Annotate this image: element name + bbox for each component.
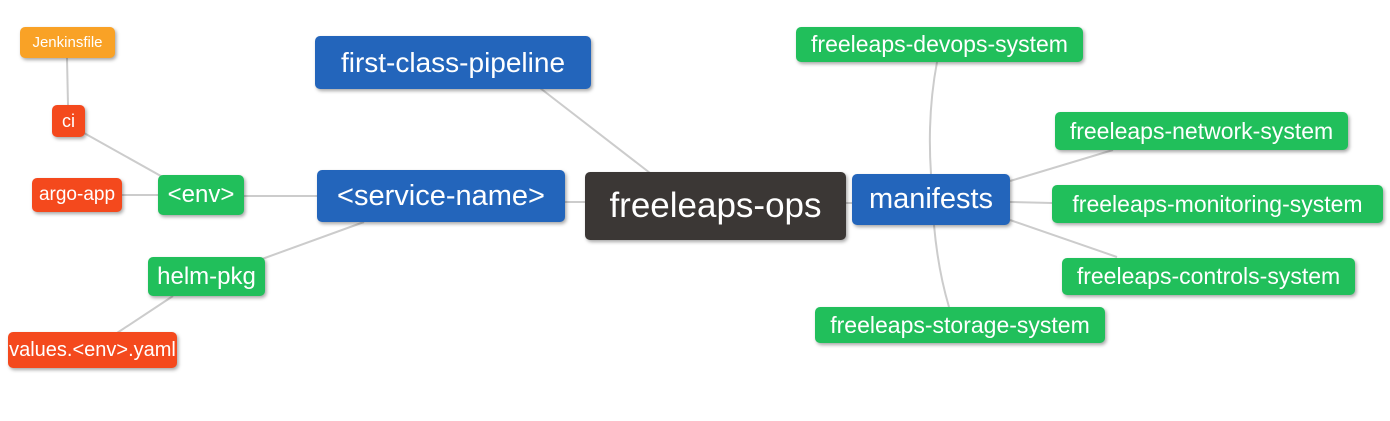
node-freeleaps-devops-system[interactable]: freeleaps-devops-system [796, 27, 1083, 62]
node-freeleaps-storage-system[interactable]: freeleaps-storage-system [815, 307, 1105, 343]
edge-jenkinsfile-ci [66, 57, 69, 106]
node-freeleaps-controls-system[interactable]: freeleaps-controls-system [1062, 258, 1355, 295]
edge-helm-pkg-service-name [261, 221, 365, 260]
node-service-name[interactable]: <service-name> [317, 170, 565, 222]
edge-manifests-controls [1009, 219, 1118, 258]
node-helm-pkg[interactable]: helm-pkg [148, 257, 265, 296]
node-freeleaps-monitoring-system[interactable]: freeleaps-monitoring-system [1052, 185, 1383, 223]
node-manifests[interactable]: manifests [852, 174, 1010, 225]
node-freeleaps-network-system[interactable]: freeleaps-network-system [1055, 112, 1348, 150]
edge-pipeline-ops [539, 87, 651, 174]
edge-manifests-storage [933, 224, 950, 308]
node-ci[interactable]: ci [52, 105, 85, 137]
edge-manifests-monitoring [1009, 201, 1053, 204]
node-values-env-yaml[interactable]: values.<env>.yaml [8, 332, 177, 368]
node-freeleaps-ops-root[interactable]: freeleaps-ops [585, 172, 846, 240]
edge-manifests-devops [928, 61, 938, 175]
node-env[interactable]: <env> [158, 175, 244, 215]
node-argo-app[interactable]: argo-app [32, 178, 122, 212]
edge-ci-env [83, 132, 169, 181]
edge-values-helm-pkg [116, 295, 174, 334]
edge-manifests-network [1009, 149, 1114, 182]
node-first-class-pipeline[interactable]: first-class-pipeline [315, 36, 591, 89]
node-jenkinsfile[interactable]: Jenkinsfile [20, 27, 115, 58]
